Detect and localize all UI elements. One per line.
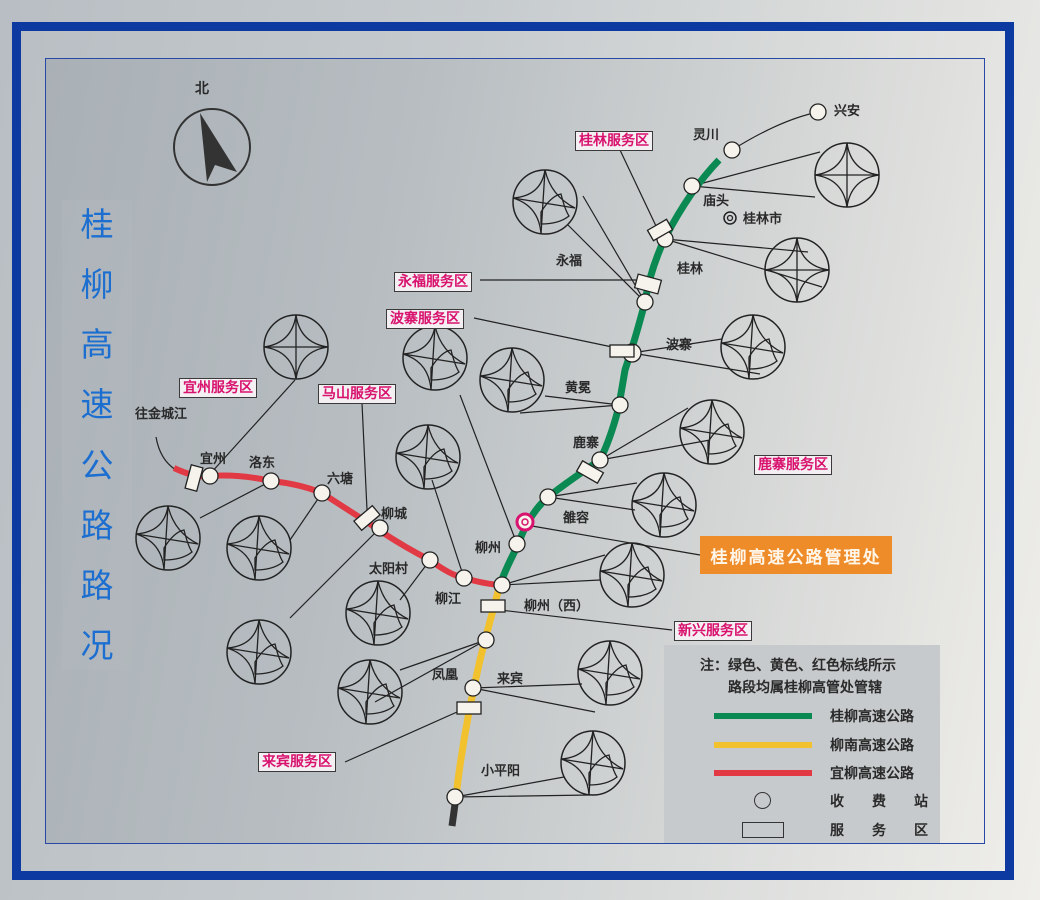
interchange-icon: [345, 580, 411, 646]
place-label: 柳州: [475, 541, 502, 556]
place-label: 柳州（西）: [524, 599, 590, 614]
place-label: 永福: [556, 254, 583, 269]
interchange-icon: [135, 505, 201, 571]
green-line-swatch: [714, 713, 812, 719]
north-label: 北: [195, 81, 209, 97]
interchange-icon: [512, 169, 578, 235]
title-char: 柳: [80, 265, 114, 305]
interchange-icon: [226, 619, 292, 685]
yellow-line-swatch: [714, 742, 812, 748]
place-label: 桂林市: [743, 212, 783, 227]
place-label: 庙头: [703, 194, 730, 209]
place-label: 六塘: [327, 472, 354, 487]
title-char: 路: [80, 565, 114, 605]
service-area-label: 永福服务区: [394, 272, 472, 292]
interchange-icon: [720, 314, 786, 380]
legend-item-yiliu: 宜柳高速公路: [664, 763, 940, 783]
service-area-label: 马山服务区: [318, 384, 396, 404]
interchange-icon: [599, 542, 665, 608]
place-label: 兴安: [834, 104, 861, 119]
toll-station-icon: [754, 792, 771, 809]
interchange-icon: [402, 325, 468, 391]
place-label: 来宾: [497, 672, 524, 687]
headquarters-marker-icon: [515, 512, 535, 532]
toll-stations: [201, 103, 827, 806]
place-label: 柳江: [435, 592, 462, 607]
interchange-icon: [679, 399, 745, 465]
title-char: 高: [80, 325, 114, 365]
place-label: 黄冕: [565, 381, 592, 396]
place-label: 凤凰: [432, 668, 459, 683]
place-label: 太阳村: [369, 562, 409, 577]
interchange-icon: [764, 237, 830, 303]
service-area-label: 来宾服务区: [258, 752, 336, 772]
legend-item-service: 服 务 区: [664, 820, 940, 840]
legend-item-liunan: 柳南高速公路: [664, 735, 940, 755]
place-label: 雒容: [563, 511, 590, 526]
interchange-icon: [263, 314, 329, 380]
place-label: 柳城: [381, 507, 408, 522]
interchange-icon: [395, 424, 461, 490]
title-char: 速: [80, 385, 114, 425]
place-label: 洛东: [249, 456, 276, 471]
service-area-label: 鹿寨服务区: [754, 455, 832, 475]
legend-item-toll: 收 费 站: [664, 791, 940, 811]
legend: 注：绿色、黄色、红色标线所示 路段均属桂柳高管处管辖 桂柳高速公路 柳南高速公路…: [664, 645, 940, 843]
service-area-label: 新兴服务区: [674, 621, 752, 641]
service-area-label: 桂林服务区: [575, 131, 653, 151]
interchange-icon: [226, 515, 292, 581]
outer-frame: [12, 22, 1014, 880]
headquarters-label: 桂柳高速公路管理处: [700, 536, 892, 574]
north-arrow-icon: [173, 108, 251, 186]
legend-item-guiliu: 桂柳高速公路: [664, 706, 940, 726]
place-label: 灵川: [693, 128, 720, 143]
title-char: 公: [80, 445, 114, 485]
interchange-icon: [814, 142, 880, 208]
interchange-icon: [479, 347, 545, 413]
place-label: 小平阳: [481, 764, 521, 779]
service-area-icon: [742, 822, 784, 838]
place-label: 鹿寨: [573, 436, 600, 451]
service-area-label: 波寨服务区: [386, 309, 464, 329]
interchange-icon: [560, 730, 626, 796]
title-char: 况: [80, 625, 114, 665]
place-label: 宜州: [200, 452, 227, 467]
red-line-swatch: [714, 770, 812, 776]
service-area-markers: [184, 218, 674, 715]
title-char: 桂: [80, 205, 114, 244]
place-label: 波寨: [666, 338, 693, 353]
service-area-label: 宜州服务区: [179, 378, 257, 398]
place-label: 桂林: [677, 262, 704, 277]
legend-note: 注：绿色、黄色、红色标线所示 路段均属桂柳高管处管辖: [700, 658, 896, 696]
place-label: 往金城江: [135, 407, 188, 422]
title-char: 路: [80, 505, 114, 545]
interchange-icon: [631, 472, 697, 538]
map-title: 桂 柳 高 速 公 路 路 况: [62, 200, 132, 670]
city-marker-icon: [723, 211, 737, 225]
interchange-icon: [577, 640, 643, 706]
